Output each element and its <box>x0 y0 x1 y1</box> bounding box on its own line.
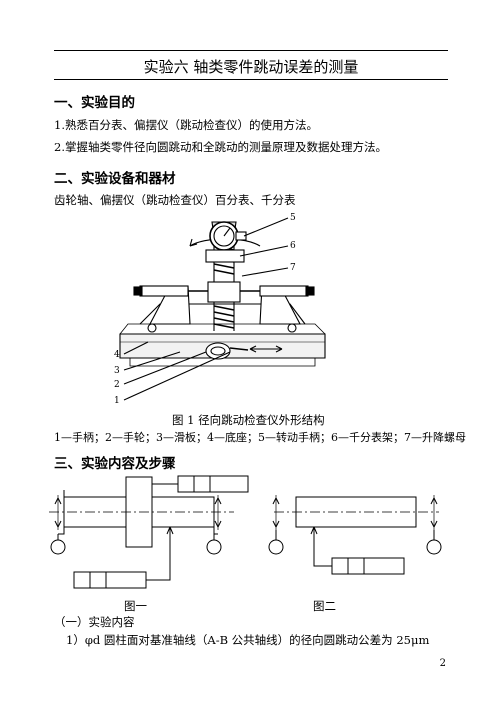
callout-5: 5 <box>290 213 296 223</box>
section-1-item-1: 1.熟悉百分表、偏摆仪（跳动检查仪）的使用方法。 <box>54 118 318 132</box>
callout-2: 2 <box>114 380 120 390</box>
section-2-text: 齿轮轴、偏摆仪（跳动检查仪）百分表、千分表 <box>54 193 296 207</box>
figure-1-legend: 1—手柄；2—手轮；3—滑板；4—底座；5—转动手柄；6—千分表架；7—升降螺母 <box>54 431 466 444</box>
section-2-heading: 二、实验设备和器材 <box>54 171 176 187</box>
page-number: 2 <box>439 658 446 669</box>
callout-7: 7 <box>290 263 296 273</box>
callout-4: 4 <box>114 350 120 360</box>
figure-1-caption: 图 1 径向跳动检查仪外形结构 <box>172 413 325 427</box>
section-3-heading: 三、实验内容及步骤 <box>54 456 176 472</box>
callout-1: 1 <box>114 396 120 406</box>
figure-left-caption: 图一 <box>124 599 147 613</box>
figure-runout-drawings <box>49 475 442 589</box>
page-title: 实验六 轴类零件跳动误差的测量 <box>143 58 359 76</box>
callout-6: 6 <box>290 241 296 251</box>
section-1-heading: 一、实验目的 <box>54 95 135 111</box>
title-rule <box>54 79 448 80</box>
callout-3: 3 <box>114 366 120 376</box>
figure-right-caption: 图二 <box>313 599 336 613</box>
section-3-item-1: 1）φd 圆柱面对基准轴线（A-B 公共轴线）的径向圆跳动公差为 25μm <box>66 633 430 647</box>
section-3-subheading: （一）实验内容 <box>54 615 135 629</box>
figure-1-runout-tester: 5 6 7 4 3 2 1 <box>114 213 326 406</box>
top-rule <box>54 50 448 51</box>
section-1-item-2: 2.掌握轴类零件径向圆跳动和全跳动的测量原理及数据处理方法。 <box>54 140 387 154</box>
